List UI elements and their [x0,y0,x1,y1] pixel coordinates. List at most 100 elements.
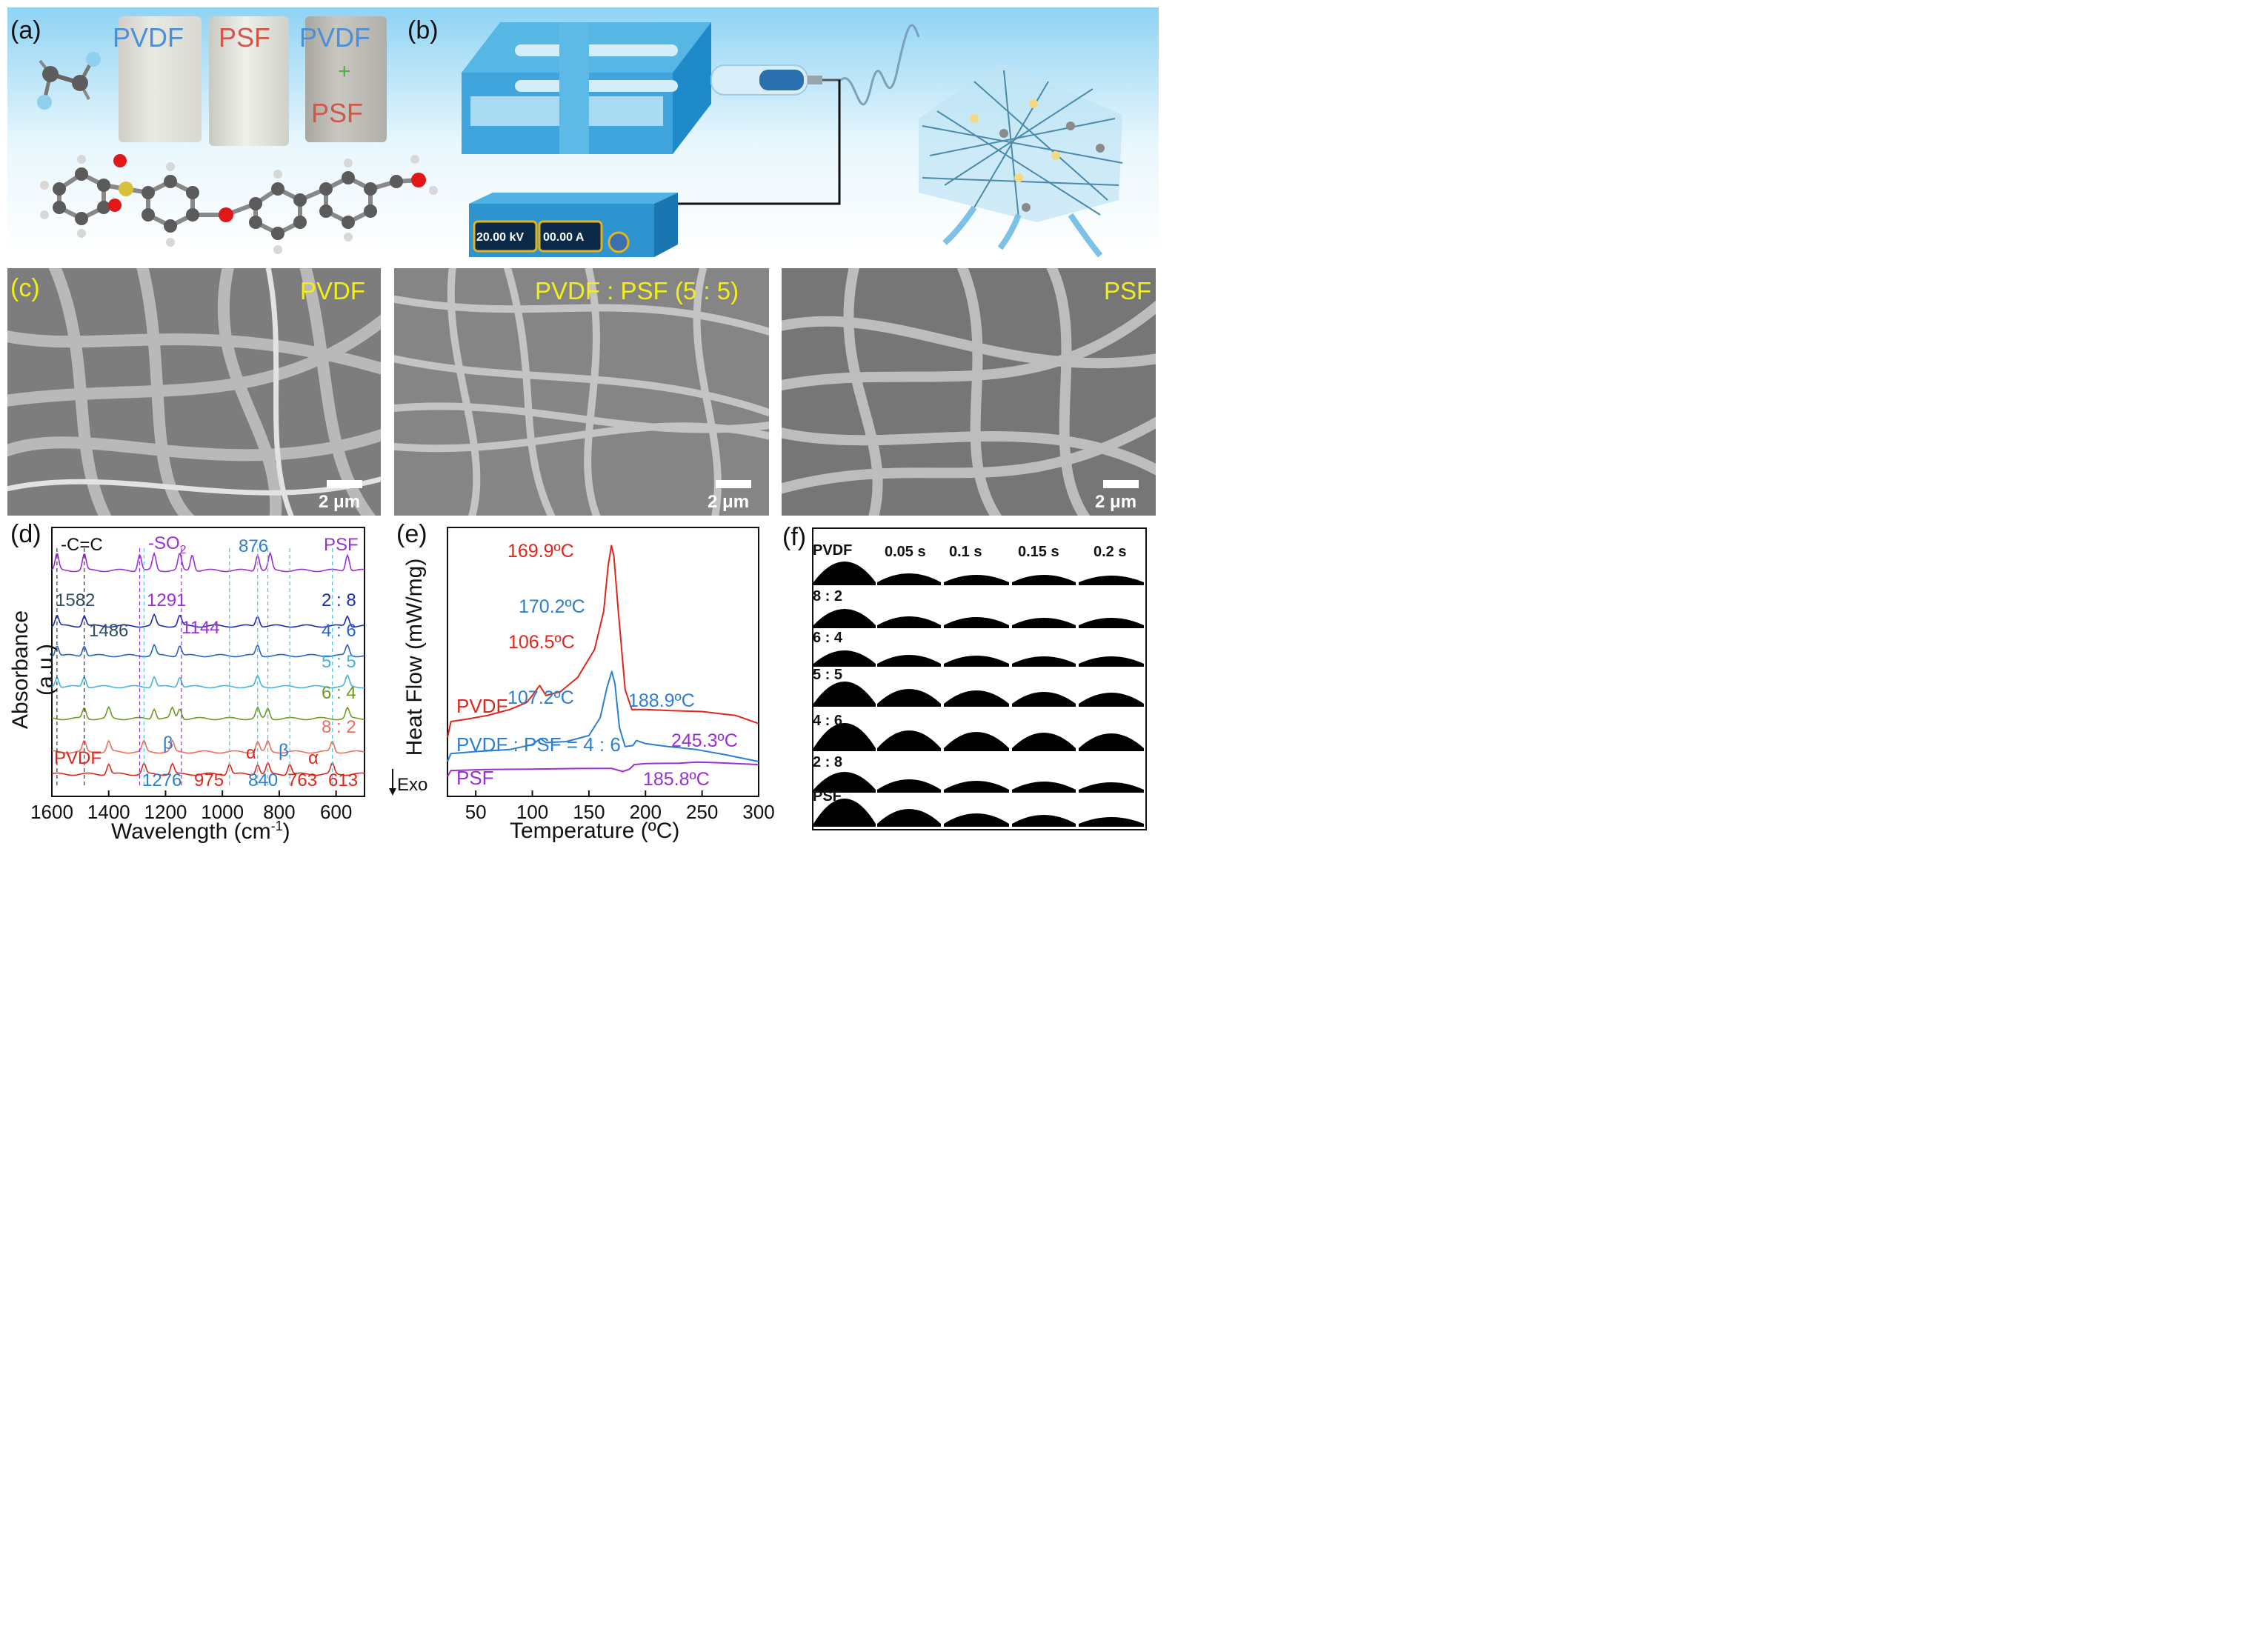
scale-bar-blend [716,480,751,488]
ftir-series-line [51,673,365,689]
current-display [538,220,603,253]
scale-bar-psf [1103,480,1139,488]
water-droplet [1012,782,1076,793]
peak-876: 876 [239,536,269,556]
exo-arrow-head [389,788,396,796]
vial-pvdf [119,16,202,142]
water-droplet [877,730,941,751]
water-droplet [944,732,1009,751]
water-droplet [813,682,876,707]
water-droplet [813,723,876,751]
dsc-frame [447,527,759,797]
row-label-6-4: 6 : 4 [813,630,843,646]
ann-169-9: 169.9ºC [507,541,574,562]
dsc-xtick-label: 100 [516,801,548,823]
sem-image-pvdf [7,268,381,516]
water-droplet [877,779,941,793]
peak-763: 763 [287,770,318,790]
ftir-series-line [52,739,365,754]
series-label-pvdf: PVDF [54,748,102,768]
water-droplet [1079,656,1144,667]
water-droplet [944,690,1009,707]
water-droplet [1079,693,1144,707]
dsc-series-line [447,670,759,762]
sem-title-blend: PVDF : PSF (5 : 5) [535,277,739,304]
scale-bar-pvdf [327,480,362,488]
ftir-xtick-label: 600 [320,801,352,823]
water-droplet [1012,575,1076,585]
alpha-1: α [246,743,256,763]
current-text: 00.00 A [543,231,585,244]
dsc-series-line [447,544,759,738]
dsc-xtick-label: 300 [742,801,774,823]
water-droplet [1079,817,1144,827]
electrospinning-setup [462,22,1123,258]
voltage-display [473,220,538,253]
row-label-pvdf: PVDF [813,542,853,559]
water-droplet [1079,618,1144,628]
water-droplet [944,617,1009,628]
panel-e-label: (e) [396,520,427,548]
row-label-5-5: 5 : 5 [813,667,843,683]
water-droplet [813,772,876,793]
sem-title-pvdf: PVDF [300,277,366,304]
dsc-series-blend: PVDF : PSF = 4 : 6 [456,733,621,756]
vial-label-psf-blend: PSF [311,98,364,128]
water-droplet [944,575,1009,585]
panel-f-label: (f) [782,523,807,551]
peak-1291: 1291 [147,590,187,610]
vial-label-plus: + [338,59,351,84]
ftir-series-line [51,705,365,721]
contact-angle-drops [813,556,1144,827]
water-droplet [944,656,1009,667]
dsc-xtick-label: 200 [630,801,662,823]
ftir-xlabel: Wavelength (cm-1) [111,819,290,844]
row-label-4-6: 4 : 6 [813,713,843,729]
water-droplet [1012,692,1076,707]
water-droplet [944,813,1009,827]
scale-text-psf: 2 μm [1095,492,1137,512]
dsc-xtick-label: 250 [686,801,718,823]
water-droplet [1012,733,1076,751]
water-droplet [1079,782,1144,793]
vial-label-psf: PSF [219,22,271,53]
peak-840: 840 [248,770,279,790]
dsc-ylabel: Heat Flow (mW/mg) [402,558,427,756]
row-label-8-2: 8 : 2 [813,588,843,604]
time-header-1: 0.1 s [949,544,982,560]
beta-2: β [279,741,289,761]
sem-image-psf [782,268,1156,516]
vial-blend [305,16,387,142]
dsc-series-line [447,761,759,777]
peak-1582: 1582 [56,590,96,610]
water-droplet [877,573,941,585]
water-droplet [1012,656,1076,667]
sem-title-psf: PSF [1104,277,1152,304]
sem-image-blend [394,268,769,516]
water-droplet [1012,815,1076,827]
vial-psf [209,16,289,146]
water-droplet [813,562,876,585]
row-label-psf: PSF [813,788,842,805]
ftir-xtick-label: 800 [263,801,295,823]
water-droplet [813,609,876,628]
series-label-8-2: 8 : 2 [322,717,356,737]
water-droplet [877,655,941,667]
panel-a-label: (a) [10,16,41,44]
series-label-2-8: 2 : 8 [322,590,356,610]
water-droplet [877,689,941,707]
vial-label-pvdf-blend: PVDF [299,22,371,53]
ftir-xtick-label: 1400 [87,801,130,823]
time-header-3: 0.2 s [1094,544,1127,560]
panel-b-label: (b) [407,16,439,44]
series-label-5-5: 5 : 5 [322,652,356,672]
water-droplet [1079,576,1144,585]
peak-613: 613 [328,770,359,790]
water-droplet [813,799,876,827]
psf-molecule-icon [40,154,438,254]
ann-107-2: 107.2ºC [507,687,574,708]
row-label-2-8: 2 : 8 [813,754,843,770]
peak-1144: 1144 [182,618,220,638]
panel-c-label: (c) [10,274,40,302]
series-label-6-4: 6 : 4 [322,683,356,703]
